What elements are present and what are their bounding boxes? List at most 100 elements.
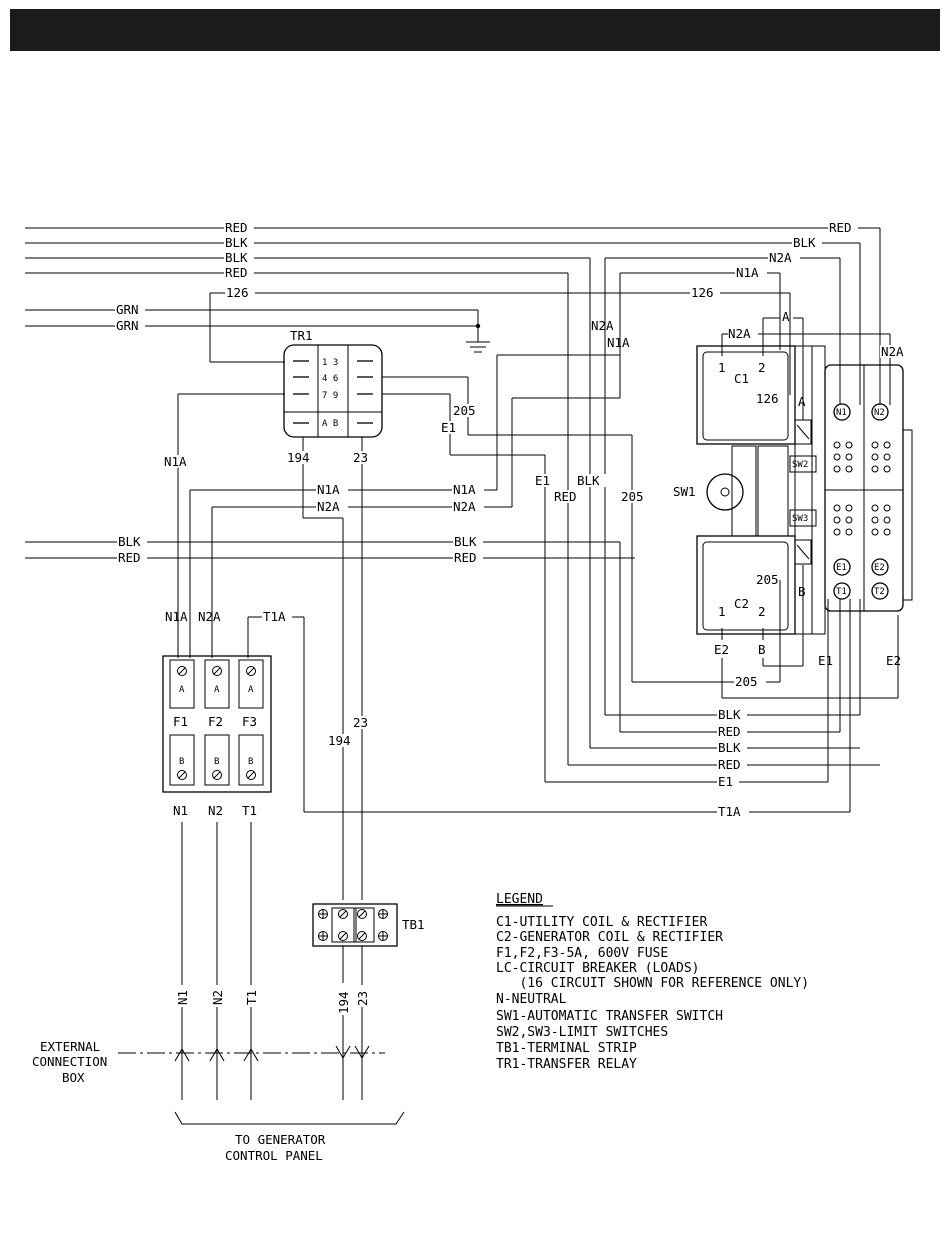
svg-text:SW2: SW2 xyxy=(792,460,808,470)
bottom-right-labels: BLK RED BLK RED E1 T1A xyxy=(717,707,749,819)
svg-text:N2: N2 xyxy=(210,990,225,1005)
svg-text:N1A: N1A xyxy=(736,265,759,280)
svg-text:E2: E2 xyxy=(874,563,885,573)
svg-text:B: B xyxy=(214,757,219,767)
svg-text:(16 CIRCUIT SHOWN FOR REFERENC: (16 CIRCUIT SHOWN FOR REFERENCE ONLY) xyxy=(496,976,809,991)
svg-text:194: 194 xyxy=(287,450,310,465)
svg-text:T1: T1 xyxy=(244,990,259,1005)
svg-text:SW2,SW3-LIMIT SWITCHES: SW2,SW3-LIMIT SWITCHES xyxy=(496,1025,668,1040)
svg-text:SW1: SW1 xyxy=(673,484,696,499)
svg-text:LEGEND: LEGEND xyxy=(496,892,543,907)
svg-text:E1: E1 xyxy=(836,563,847,573)
svg-text:BLK: BLK xyxy=(225,235,248,250)
svg-text:E1: E1 xyxy=(818,653,833,668)
mid-wires xyxy=(25,354,840,733)
svg-text:T1A: T1A xyxy=(718,804,741,819)
svg-text:205: 205 xyxy=(621,489,644,504)
svg-text:N1A: N1A xyxy=(317,482,340,497)
svg-text:TR1-TRANSFER RELAY: TR1-TRANSFER RELAY xyxy=(496,1057,637,1072)
svg-text:B: B xyxy=(248,757,253,767)
svg-text:N2A: N2A xyxy=(317,499,340,514)
svg-text:23: 23 xyxy=(355,991,370,1006)
drop-labels: N1 N2 T1 194 23 xyxy=(175,983,370,1015)
svg-text:RED: RED xyxy=(829,220,852,235)
svg-text:GRN: GRN xyxy=(116,302,139,317)
svg-text:C2: C2 xyxy=(734,596,749,611)
svg-text:E1: E1 xyxy=(535,473,550,488)
svg-text:205: 205 xyxy=(735,674,758,689)
svg-text:N1A: N1A xyxy=(607,335,630,350)
svg-text:RED: RED xyxy=(225,220,248,235)
svg-text:194: 194 xyxy=(336,991,351,1014)
fuse-f1: A B F1 xyxy=(169,659,195,786)
svg-text:E2: E2 xyxy=(714,642,729,657)
transfer-switch-assembly: N2A A N2A 1 2 C1 126 A SW2 SW3 SW1 C2 1 xyxy=(673,309,913,812)
svg-text:B: B xyxy=(798,584,806,599)
svg-text:BLK: BLK xyxy=(793,235,816,250)
svg-text:RED: RED xyxy=(718,757,741,772)
svg-text:N1: N1 xyxy=(175,990,190,1005)
svg-text:C1-UTILITY COIL & RECTIFIER: C1-UTILITY COIL & RECTIFIER xyxy=(496,915,707,930)
fuse-f3: A B F3 xyxy=(238,659,264,786)
svg-text:T1: T1 xyxy=(242,803,257,818)
svg-text:A B: A B xyxy=(322,419,338,429)
svg-text:N1A: N1A xyxy=(164,454,187,469)
svg-text:BLK: BLK xyxy=(118,534,141,549)
svg-text:BOX: BOX xyxy=(62,1070,85,1085)
svg-text:N1: N1 xyxy=(836,408,847,418)
svg-text:N1A: N1A xyxy=(165,609,188,624)
svg-text:2: 2 xyxy=(758,360,766,375)
svg-text:F1,F2,F3-5A, 600V FUSE: F1,F2,F3-5A, 600V FUSE xyxy=(496,946,668,961)
svg-text:4 6: 4 6 xyxy=(322,374,338,384)
svg-text:E1: E1 xyxy=(441,420,456,435)
lower-wire-labels: 194 23 xyxy=(327,715,374,748)
svg-text:BLK: BLK xyxy=(577,473,600,488)
svg-text:RED: RED xyxy=(554,489,577,504)
svg-text:N2A: N2A xyxy=(881,344,904,359)
svg-text:SW3: SW3 xyxy=(792,514,808,524)
mid-wire-labels: N1A N1A N2A N2A BLK BLK RED RED E1 BLK R… xyxy=(117,473,650,565)
external-connection-line: EXTERNAL CONNECTION BOX TO GENERATOR CON… xyxy=(32,1039,405,1163)
svg-text:205: 205 xyxy=(756,572,779,587)
svg-text:C1: C1 xyxy=(734,371,749,386)
svg-text:126: 126 xyxy=(691,285,714,300)
svg-text:RED: RED xyxy=(454,550,477,565)
svg-text:23: 23 xyxy=(353,715,368,730)
svg-text:BLK: BLK xyxy=(718,707,741,722)
svg-text:SW1-AUTOMATIC TRANSFER SWITCH: SW1-AUTOMATIC TRANSFER SWITCH xyxy=(496,1009,723,1024)
svg-text:B: B xyxy=(758,642,766,657)
tb1-terminal-strip: TB1 xyxy=(312,903,425,1100)
svg-text:RED: RED xyxy=(718,724,741,739)
svg-text:CONNECTION: CONNECTION xyxy=(32,1054,107,1069)
fuse-f2: A B F2 xyxy=(204,659,230,786)
svg-text:A: A xyxy=(798,394,806,409)
svg-text:GRN: GRN xyxy=(116,318,139,333)
svg-text:RED: RED xyxy=(225,265,248,280)
svg-text:LC-CIRCUIT BREAKER (LOADS): LC-CIRCUIT BREAKER (LOADS) xyxy=(496,961,700,976)
svg-text:F1: F1 xyxy=(173,714,188,729)
svg-text:N-NEUTRAL: N-NEUTRAL xyxy=(496,992,567,1007)
svg-text:1: 1 xyxy=(718,604,726,619)
svg-text:N2: N2 xyxy=(874,408,885,418)
svg-text:126: 126 xyxy=(226,285,249,300)
svg-text:BLK: BLK xyxy=(225,250,248,265)
svg-text:BLK: BLK xyxy=(454,534,477,549)
svg-text:EXTERNAL: EXTERNAL xyxy=(40,1039,100,1054)
svg-text:C2-GENERATOR COIL & RECTIFIER: C2-GENERATOR COIL & RECTIFIER xyxy=(496,930,723,945)
svg-text:23: 23 xyxy=(353,450,368,465)
tr1-wiring xyxy=(177,376,828,900)
svg-text:A: A xyxy=(214,685,220,695)
svg-text:A: A xyxy=(782,309,790,324)
svg-text:A: A xyxy=(179,685,185,695)
svg-text:E2: E2 xyxy=(886,653,901,668)
svg-text:F3: F3 xyxy=(242,714,257,729)
svg-text:N2: N2 xyxy=(208,803,223,818)
svg-text:126: 126 xyxy=(756,391,779,406)
legend: LEGEND C1-UTILITY COIL & RECTIFIER C2-GE… xyxy=(496,892,809,1072)
svg-text:T1: T1 xyxy=(836,587,847,597)
svg-text:T1A: T1A xyxy=(263,609,286,624)
header-bar xyxy=(10,9,940,51)
svg-text:N1: N1 xyxy=(173,803,188,818)
tr1-wire-labels: 205 E1 N1A 194 23 xyxy=(163,403,484,469)
fuse-block: N1A N2A T1A A B F1 A B F2 xyxy=(162,609,850,1100)
